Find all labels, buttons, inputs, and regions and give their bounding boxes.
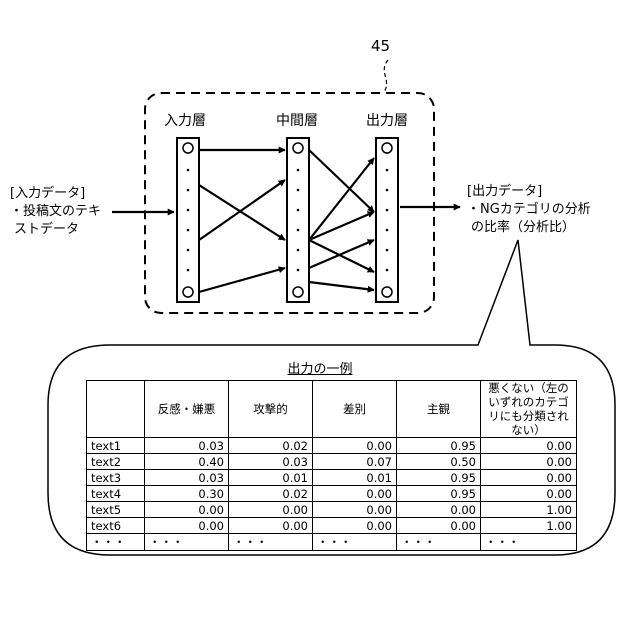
output-data-line: の比率（分析比） (471, 219, 575, 236)
ellipsis-cell: ・・・ (229, 534, 313, 551)
table-cell: 0.02 (229, 438, 313, 454)
output-data-line: ・NGカテゴリの分析 (467, 201, 591, 218)
table-cell: 0.00 (145, 518, 229, 534)
table-cell: 0.00 (313, 438, 397, 454)
table-cell: 0.00 (313, 518, 397, 534)
table-cell: 0.01 (313, 470, 397, 486)
table-cell: 0.03 (145, 438, 229, 454)
header-cell: 主観 (397, 381, 481, 438)
table-cell: 0.01 (229, 470, 313, 486)
output-sample-title: 出力の一例 (200, 358, 440, 377)
table-row: text1 0.03 0.02 0.00 0.95 0.00 (87, 438, 577, 454)
ellipsis-cell: ・・・ (313, 534, 397, 551)
table-cell: 0.00 (145, 502, 229, 518)
input-data-line: ・投稿文のテキ (10, 203, 101, 220)
output-sample-table: 反感・嫌悪 攻撃的 差別 主観 悪くない（左のいずれのカテゴリにも分類されない）… (86, 380, 577, 551)
table-header-row: 反感・嫌悪 攻撃的 差別 主観 悪くない（左のいずれのカテゴリにも分類されない） (87, 381, 577, 438)
row-label: text2 (87, 454, 145, 470)
row-label: text3 (87, 470, 145, 486)
row-label: text5 (87, 502, 145, 518)
table-cell: 0.00 (397, 518, 481, 534)
table-cell: 0.02 (229, 486, 313, 502)
hidden-layer-column (287, 138, 309, 302)
row-label: text1 (87, 438, 145, 454)
table-cell: 0.00 (313, 502, 397, 518)
table-cell: 0.07 (313, 454, 397, 470)
output-data-heading: [出力データ] (467, 183, 542, 200)
output-layer-label: 出力層 (366, 113, 408, 130)
header-cell: 反感・嫌悪 (145, 381, 229, 438)
row-label: text6 (87, 518, 145, 534)
table-cell: 1.00 (481, 502, 577, 518)
table-cell: 1.00 (481, 518, 577, 534)
table-cell: 0.95 (397, 470, 481, 486)
table-cell: 0.03 (229, 454, 313, 470)
table-cell: 0.03 (145, 470, 229, 486)
table-row: text5 0.00 0.00 0.00 0.00 1.00 (87, 502, 577, 518)
table-cell: 0.50 (397, 454, 481, 470)
table-row: text6 0.00 0.00 0.00 0.00 1.00 (87, 518, 577, 534)
reference-leader-line (384, 60, 388, 92)
output-layer-column (376, 138, 398, 302)
table-cell: 0.40 (145, 454, 229, 470)
header-cell: 差別 (313, 381, 397, 438)
table-row: text3 0.03 0.01 0.01 0.95 0.00 (87, 470, 577, 486)
header-cell: 悪くない（左のいずれのカテゴリにも分類されない） (481, 381, 577, 438)
input-layer-label: 入力層 (164, 113, 206, 130)
table-cell: 0.95 (397, 438, 481, 454)
hidden-to-output-arrows (309, 150, 374, 290)
input-layer-column (177, 138, 199, 302)
table-row: text4 0.30 0.02 0.00 0.95 0.00 (87, 486, 577, 502)
table-cell: 0.00 (481, 438, 577, 454)
input-data-line: ストデータ (14, 221, 79, 238)
ellipsis-cell: ・・・ (481, 534, 577, 551)
ellipsis-cell: ・・・ (145, 534, 229, 551)
table-cell: 0.30 (145, 486, 229, 502)
ellipsis-cell: ・・・ (87, 534, 145, 551)
row-label: text4 (87, 486, 145, 502)
ellipsis-cell: ・・・ (397, 534, 481, 551)
table-cell: 0.00 (313, 486, 397, 502)
table-row: text2 0.40 0.03 0.07 0.50 0.00 (87, 454, 577, 470)
input-data-heading: [入力データ] (10, 185, 85, 202)
table-cell: 0.00 (481, 486, 577, 502)
table-row-ellipsis: ・・・ ・・・ ・・・ ・・・ ・・・ ・・・ (87, 534, 577, 551)
table-cell: 0.00 (229, 518, 313, 534)
input-to-hidden-arrows (199, 150, 285, 292)
reference-number: 45 (371, 38, 390, 55)
table-cell: 0.00 (481, 470, 577, 486)
table-cell: 0.00 (397, 502, 481, 518)
table-cell: 0.95 (397, 486, 481, 502)
header-cell: 攻撃的 (229, 381, 313, 438)
table-cell: 0.00 (481, 454, 577, 470)
table-cell: 0.00 (229, 502, 313, 518)
header-cell (87, 381, 145, 438)
hidden-layer-label: 中間層 (276, 113, 318, 130)
